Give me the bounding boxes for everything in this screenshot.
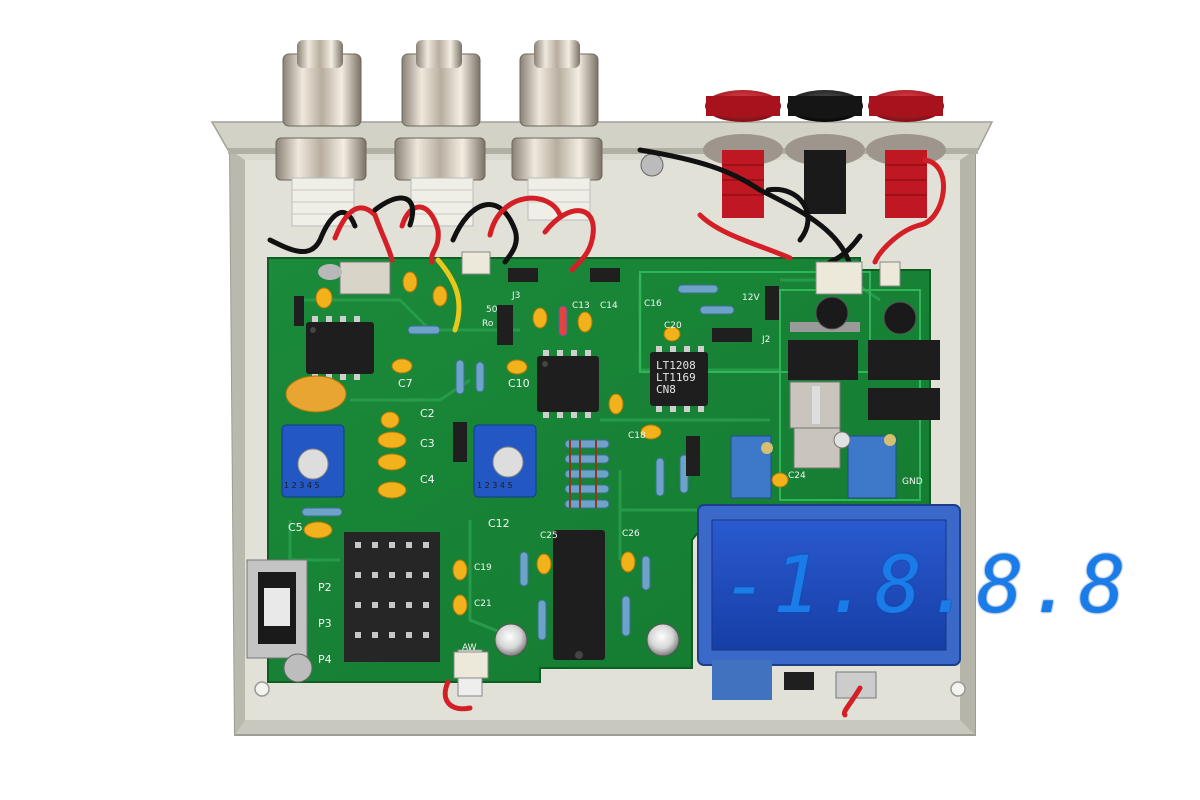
label-ro: Ro bbox=[482, 319, 494, 329]
label-50: 50 bbox=[486, 305, 498, 315]
label-c24: C24 bbox=[788, 471, 806, 481]
label-c5: C5 bbox=[288, 521, 303, 534]
label-aw: AW bbox=[462, 643, 477, 653]
lcd-readout: -1.8.8.8 bbox=[722, 541, 1130, 631]
label-c21: C21 bbox=[474, 599, 492, 609]
capacitors bbox=[285, 271, 789, 616]
label-p4: P4 bbox=[318, 653, 332, 666]
bnc-connectors bbox=[275, 40, 603, 227]
leds bbox=[494, 623, 680, 657]
label-c7: C7 bbox=[398, 377, 413, 390]
wires bbox=[267, 147, 946, 718]
label-c16: C16 bbox=[644, 299, 662, 309]
label-c26: C26 bbox=[622, 529, 640, 539]
bnc-connector-2 bbox=[394, 40, 486, 227]
binding-posts bbox=[640, 90, 946, 218]
ic-lt1169-label: LT1208 LT1169 CN8 bbox=[656, 359, 696, 396]
power-modules bbox=[788, 296, 940, 420]
lcd-display bbox=[697, 504, 961, 700]
label-c2: C2 bbox=[420, 407, 435, 420]
binding-post-red-right bbox=[866, 90, 946, 218]
label-c20: C20 bbox=[664, 321, 682, 331]
label-p2: P2 bbox=[318, 581, 332, 594]
label-c4: C4 bbox=[420, 473, 435, 486]
label-12v: 12V bbox=[742, 293, 760, 303]
label-c25: C25 bbox=[540, 531, 558, 541]
label-c3: C3 bbox=[420, 437, 435, 450]
label-gnd: GND bbox=[902, 477, 923, 487]
ic-chips bbox=[306, 316, 708, 660]
label-c14: C14 bbox=[600, 301, 618, 311]
rotary-switches bbox=[281, 424, 897, 499]
pin-headers bbox=[294, 268, 814, 690]
white-connectors bbox=[453, 251, 901, 679]
rotary-switch-1-digits: 1 2 3 4 5 bbox=[284, 481, 320, 490]
label-c10: C10 bbox=[508, 377, 530, 390]
label-c12: C12 bbox=[488, 517, 510, 530]
binding-post-red-left bbox=[703, 90, 783, 218]
rotary-switch-2-digits: 1 2 3 4 5 bbox=[477, 481, 513, 490]
label-j2: J2 bbox=[762, 335, 771, 345]
bnc-connector-1 bbox=[275, 40, 367, 227]
label-j3: J3 bbox=[512, 291, 521, 301]
label-c13: C13 bbox=[572, 301, 590, 311]
usb-connector bbox=[246, 559, 313, 683]
label-c18: C18 bbox=[628, 431, 646, 441]
binding-post-black bbox=[785, 90, 865, 214]
label-p3: P3 bbox=[318, 617, 332, 630]
label-c19: C19 bbox=[474, 563, 492, 573]
resistors bbox=[301, 284, 735, 641]
